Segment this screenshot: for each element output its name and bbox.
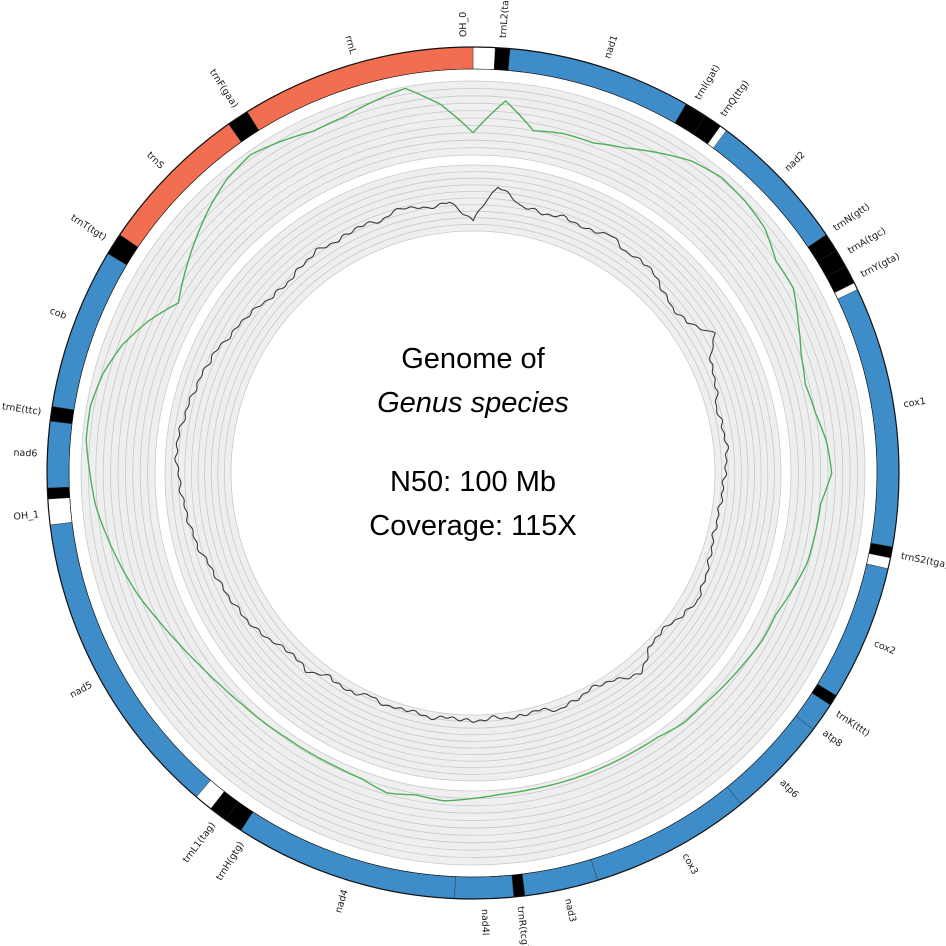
gene-label: atp8: [820, 728, 844, 750]
gene-label: trnY(gta): [859, 251, 902, 280]
gene-label: trnS2(tga): [900, 551, 946, 571]
feature-trnl2-ta: [494, 48, 510, 71]
feature-spacer-28: [47, 487, 69, 499]
gene-label: cob: [48, 306, 68, 322]
gene-label: trnS: [144, 150, 166, 172]
gene-label: trnA(tgc): [846, 225, 888, 256]
gene-label: nad4: [333, 888, 351, 914]
gene-label: nad2: [783, 150, 808, 175]
gene-label: trnL1(tag): [181, 820, 218, 865]
center-info: Genome of Genus species N50: 100 Mb Cove…: [369, 343, 576, 542]
gene-label: nad3: [562, 898, 578, 924]
gene-label: trnQ(ttg): [719, 78, 752, 119]
gene-label: OH_1: [13, 509, 39, 522]
feature-oh-1: [48, 498, 72, 525]
gene-label: trnF(gaa): [207, 67, 240, 110]
gene-label: trnE(ttc): [1, 401, 42, 417]
n50-value: N50: 100 Mb: [390, 466, 556, 498]
gene-label: cox2: [872, 638, 897, 657]
gene-label: trnL2(ta: [498, 0, 512, 38]
gene-label: trnT(tgt): [68, 212, 108, 243]
species-name: Genus species: [377, 387, 569, 419]
gene-label: cox3: [680, 852, 700, 877]
gene-label: rrnL: [342, 34, 358, 56]
gene-label: nad4l: [479, 909, 491, 936]
feature-nad6: [47, 421, 72, 488]
gene-label: trnR(tcg): [515, 906, 531, 946]
gene-label: trnH(gtg): [214, 840, 247, 883]
gene-label: trnI(gat): [693, 63, 723, 102]
gene-label: nad6: [13, 447, 37, 459]
gene-label: atp6: [777, 777, 800, 800]
gene-label: trnN(gtt): [831, 201, 872, 233]
coverage-value: Coverage: 115X: [369, 510, 576, 542]
gene-label: trnK(ttt): [834, 709, 872, 739]
gene-label: OH_0: [458, 12, 470, 38]
gene-label: nad1: [602, 34, 620, 60]
gene-label: cox1: [903, 396, 927, 410]
feature-nad4l: [454, 875, 513, 899]
center-title: Genome of: [401, 343, 545, 375]
gene-label: nad5: [68, 680, 94, 701]
feature-oh-0: [473, 47, 495, 70]
